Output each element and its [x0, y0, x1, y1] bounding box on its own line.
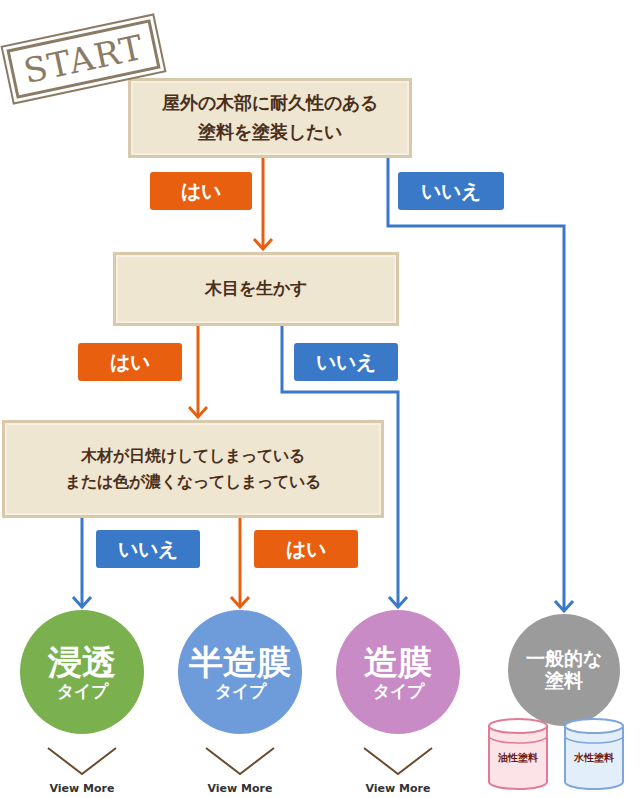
edge-label: いいえ	[96, 530, 200, 568]
arrow-head	[231, 597, 249, 607]
edge-label: はい	[254, 530, 358, 568]
node-title: 造膜	[364, 643, 432, 682]
edge-label: いいえ	[398, 172, 504, 210]
view-more-link: View More	[37, 782, 127, 796]
result-circle: 浸透タイプ	[20, 610, 144, 734]
chevron	[206, 748, 274, 774]
edge-label: はい	[150, 172, 252, 210]
node-subtitle: タイプ	[373, 682, 424, 702]
paint-can: 水性塗料	[562, 716, 626, 792]
arrow-head	[254, 239, 272, 249]
node-title: 浸透	[48, 643, 116, 682]
node-title: 一般的な 塗料	[508, 648, 620, 692]
view-more-link: View More	[353, 782, 443, 796]
arrow-head	[555, 601, 573, 611]
flow-connector	[388, 158, 573, 611]
node-title: 屋外の木部に耐久性のある 塗料を塗装したい	[149, 89, 391, 147]
edge-label: いいえ	[294, 343, 398, 381]
paint-can: 油性塗料	[486, 716, 550, 792]
connector-line	[239, 518, 242, 607]
arrow-head	[189, 407, 207, 417]
result-circle: 一般的な 塗料	[508, 614, 620, 726]
question-box: 木材が日焼けしてしまっている または色が濃くなってしまっている	[2, 420, 384, 518]
start-question-box: 屋外の木部に耐久性のある 塗料を塗装したい	[128, 78, 412, 158]
chevron	[364, 748, 432, 774]
can-body	[565, 726, 623, 789]
can-band	[489, 736, 547, 743]
can-lid	[565, 719, 623, 733]
result-circle: 半造膜タイプ	[178, 610, 302, 734]
flow-connector	[231, 518, 249, 607]
node-subtitle: タイプ	[57, 682, 108, 702]
connector-line	[197, 326, 200, 417]
connector-line	[388, 158, 564, 611]
flow-connector	[73, 518, 91, 607]
node-title: 水性塗料	[574, 751, 614, 765]
node-title: 油性塗料	[498, 751, 538, 765]
node-title: 木材が日焼けしてしまっている または色が濃くなってしまっている	[23, 443, 363, 494]
connector-line	[81, 518, 84, 607]
can-lid	[489, 719, 547, 733]
node-title: 半造膜	[189, 643, 291, 682]
result-circle: 造膜タイプ	[336, 610, 460, 734]
arrow-head	[73, 597, 91, 607]
view-more-link: View More	[195, 782, 285, 796]
question-box: 木目を生かす	[113, 252, 399, 326]
flow-connector	[189, 326, 207, 417]
edge-label: はい	[78, 343, 182, 381]
arrow-head	[389, 597, 407, 607]
node-subtitle: タイプ	[215, 682, 266, 702]
node-title: 木目を生かす	[205, 275, 307, 302]
connector-line	[262, 158, 265, 249]
chevron	[48, 748, 116, 774]
flow-connector	[254, 158, 272, 249]
can-body	[489, 726, 547, 789]
can-band	[565, 736, 623, 743]
